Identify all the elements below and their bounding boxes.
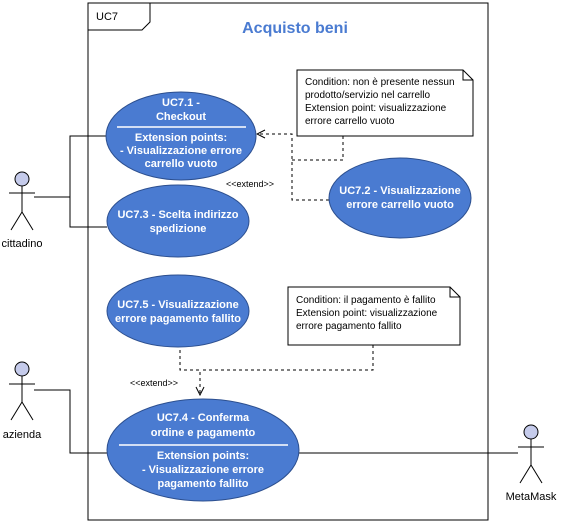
actor-azienda [9,361,35,421]
svg-text:errore carrello vuoto: errore carrello vuoto [305,116,395,127]
svg-text:UC7.1 -: UC7.1 - [162,97,200,109]
extend-relations [179,134,374,395]
note-line-2 [200,345,374,371]
svg-text:errore carrello vuoto: errore carrello vuoto [346,199,454,211]
extend-label-2: <<extend>> [130,378,178,388]
svg-text:Condition: non è presente ness: Condition: non è presente nessun [305,77,455,88]
svg-text:UC7.3 - Scelta indirizzo: UC7.3 - Scelta indirizzo [117,209,238,221]
svg-text:Extension point: visualizzazio: Extension point: visualizzazione [305,103,447,114]
usecase-uc7-3: UC7.3 - Scelta indirizzo spedizione [106,184,250,258]
extend-line-uc72 [257,134,329,201]
svg-text:spedizione: spedizione [150,223,207,235]
extend-line-uc75 [179,338,200,395]
svg-text:UC7.5 - Visualizzazione: UC7.5 - Visualizzazione [117,299,238,311]
svg-text:carrello vuoto: carrello vuoto [145,158,218,170]
extend-label-1: <<extend>> [226,179,274,189]
svg-text:pagamento fallito: pagamento fallito [157,478,248,490]
actor-head-icon [523,424,539,440]
actor-label-azienda: azienda [3,429,42,441]
svg-text:Condition: il pagamento è fall: Condition: il pagamento è fallito [296,295,436,306]
actor-cittadino [9,171,35,231]
svg-text:ordine e pagamento: ordine e pagamento [151,427,256,439]
svg-text:prodotto/servizio nel carrello: prodotto/servizio nel carrello [305,90,430,101]
usecase-uc7-1: UC7.1 - Checkout Extension points: - Vis… [105,91,257,181]
note-condition-carrello: Condition: non è presente nessun prodott… [296,69,474,137]
actor-head-icon [14,361,30,377]
svg-text:Extension points:: Extension points: [157,450,249,462]
svg-text:Extension points:: Extension points: [135,132,227,144]
svg-text:Extension point: visualizzazio: Extension point: visualizzazione [296,308,438,319]
actor-metamask [518,424,544,484]
diagram-title: Acquisto beni [242,20,348,37]
note-condition-pagamento: Condition: il pagamento è fallito Extens… [287,286,461,346]
usecase-uc7-5: UC7.5 - Visualizzazione errore pagamento… [106,274,250,348]
svg-text:UC7.4 - Conferma: UC7.4 - Conferma [157,412,250,424]
actor-head-icon [14,171,30,187]
svg-text:errore pagamento fallito: errore pagamento fallito [115,313,241,325]
svg-text:- Visualizzazione errore: - Visualizzazione errore [120,145,242,157]
note-line-1 [292,136,344,161]
usecase-uc7-4: UC7.4 - Conferma ordine e pagamento Exte… [106,398,300,502]
actor-label-metamask: MetaMask [506,491,557,503]
frame-tab [87,2,151,31]
associations [34,135,518,454]
frame-label: UC7 [96,11,118,23]
actor-label-cittadino: cittadino [2,238,43,250]
svg-text:- Visualizzazione errore: - Visualizzazione errore [142,464,264,476]
svg-text:Checkout: Checkout [156,111,206,123]
usecase-uc7-2: UC7.2 - Visualizzazione errore carrello … [328,157,472,239]
svg-text:errore pagamento fallito: errore pagamento fallito [296,321,402,332]
svg-text:UC7.2 - Visualizzazione: UC7.2 - Visualizzazione [339,185,460,197]
